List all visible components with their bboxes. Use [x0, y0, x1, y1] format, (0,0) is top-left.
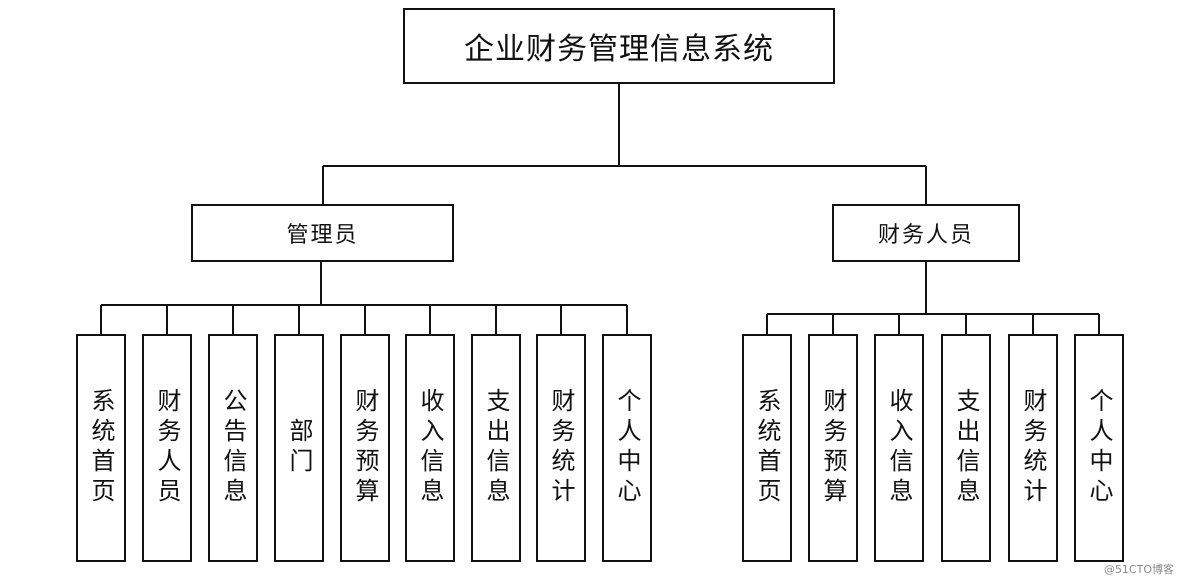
module-node: 部门 [274, 334, 324, 562]
module-node: 个人中心 [602, 334, 652, 562]
module-node: 财务统计 [536, 334, 586, 562]
module-label: 收入信息 [416, 388, 444, 508]
module-node: 收入信息 [405, 334, 455, 562]
root-node: 企业财务管理信息系统 [403, 8, 835, 84]
module-label: 财务预算 [819, 388, 847, 508]
module-label: 财务人员 [153, 388, 181, 508]
module-label: 个人中心 [613, 388, 641, 508]
role-label-admin: 管理员 [286, 223, 359, 248]
module-node: 个人中心 [1074, 334, 1124, 562]
module-label: 公告信息 [219, 388, 247, 508]
module-label: 支出信息 [952, 388, 980, 508]
module-node: 系统首页 [742, 334, 792, 562]
role-node-admin: 管理员 [191, 204, 454, 262]
module-label: 财务预算 [351, 388, 379, 508]
role-label-finance-staff: 财务人员 [877, 223, 974, 248]
module-label: 系统首页 [87, 388, 115, 508]
module-node: 支出信息 [471, 334, 521, 562]
module-label: 系统首页 [753, 388, 781, 508]
module-label: 财务统计 [1019, 388, 1047, 508]
module-node: 财务统计 [1008, 334, 1058, 562]
module-node: 财务预算 [808, 334, 858, 562]
module-node: 财务人员 [142, 334, 192, 562]
module-label: 收入信息 [885, 388, 913, 508]
module-node: 收入信息 [874, 334, 924, 562]
watermark-text: @51CTO博客 [1103, 563, 1174, 576]
module-node: 支出信息 [941, 334, 991, 562]
module-node: 财务预算 [340, 334, 390, 562]
module-label: 财务统计 [547, 388, 575, 508]
module-label: 支出信息 [482, 388, 510, 508]
root-label: 企业财务管理信息系统 [464, 32, 774, 67]
module-label: 部门 [285, 418, 313, 478]
module-node: 公告信息 [208, 334, 258, 562]
module-node: 系统首页 [76, 334, 126, 562]
role-node-finance-staff: 财务人员 [832, 204, 1020, 262]
module-label: 个人中心 [1085, 388, 1113, 508]
